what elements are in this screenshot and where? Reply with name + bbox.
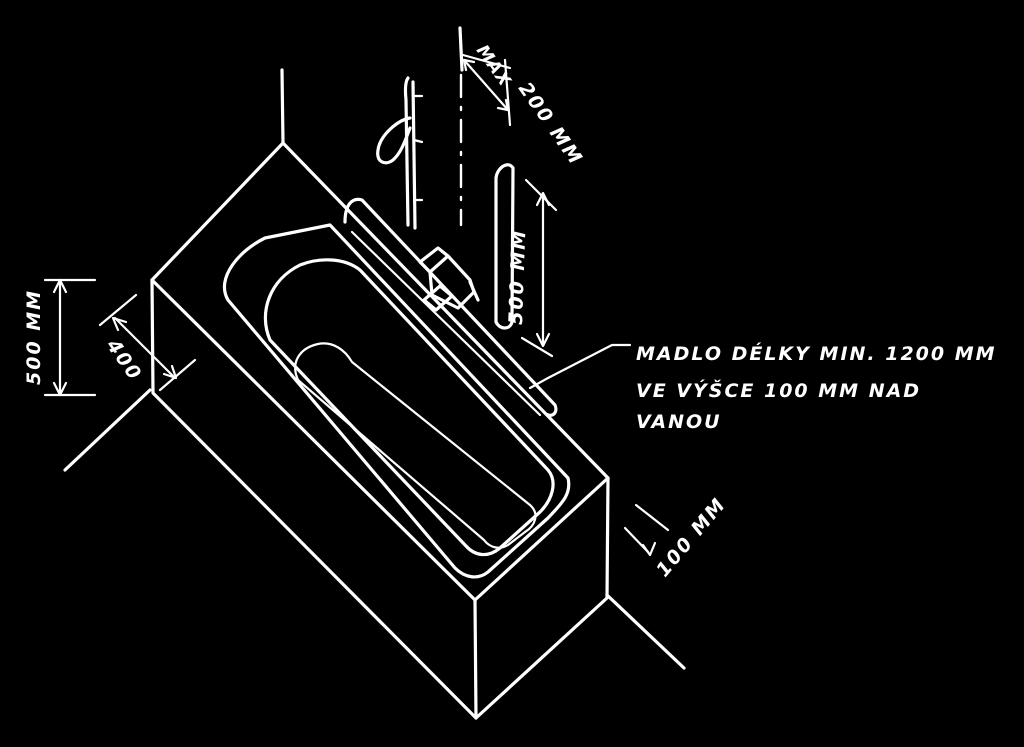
dimension-100 — [623, 503, 670, 557]
dimension-max-value: 200 MM — [514, 78, 587, 169]
note-line-1: MADLO DÉLKY MIN. 1200 MM — [636, 342, 997, 365]
dimension-bar-500-label: 500 MM — [505, 228, 530, 325]
horizontal-grab-bar — [343, 197, 558, 417]
bathtub — [150, 141, 610, 720]
room-walls — [63, 26, 686, 670]
shower-head-icon — [376, 116, 412, 165]
dimension-bar-500 — [520, 178, 558, 358]
bathtub-inner-rim — [222, 223, 571, 579]
bathtub-basin — [263, 258, 555, 557]
bathtub-side-face — [474, 476, 610, 720]
note-line-2: VE VÝŠCE 100 MM NAD — [636, 378, 921, 402]
shower-rail — [376, 76, 424, 230]
note-leader — [528, 343, 632, 390]
bathtub-rim — [150, 141, 610, 602]
bathtub-end-face — [150, 278, 478, 720]
vertical-grab-bar — [494, 163, 515, 330]
mixer-tap — [418, 246, 480, 312]
note-line-3: VANOU — [636, 411, 722, 433]
dimension-tub-500 — [43, 278, 97, 397]
dimension-max-200 — [461, 53, 512, 127]
bathtub-bottom — [294, 342, 537, 549]
dimension-max-prefix: MAX — [472, 41, 515, 90]
dimension-ledge-400 — [98, 293, 197, 392]
dimension-100-label: 100 MM — [652, 493, 731, 581]
dimension-tub-500-label: 500 MM — [23, 289, 45, 385]
